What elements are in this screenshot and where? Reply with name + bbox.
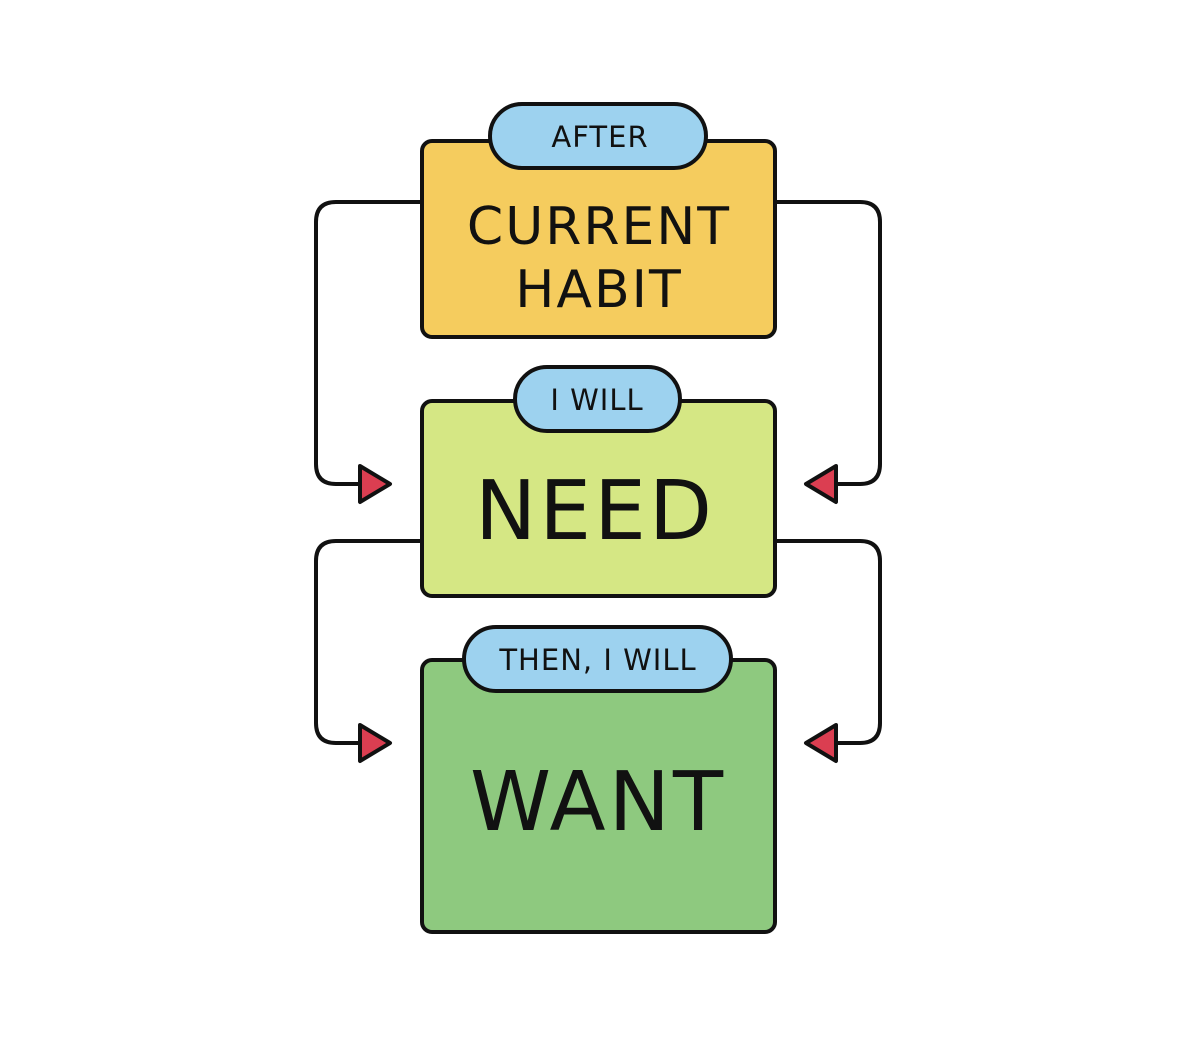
connector-line-left — [314, 200, 424, 486]
connector-top-to-middle — [314, 200, 882, 504]
arrow-right-icon — [358, 464, 392, 504]
arrow-left-icon — [804, 464, 838, 504]
box-label-habit: HABIT — [515, 260, 682, 320]
connector-line-right — [773, 200, 882, 486]
box-label-need: NEED — [475, 464, 715, 559]
step-need: I WILL NEED — [420, 365, 777, 598]
connector-line-left — [314, 539, 424, 745]
arrow-right-icon — [358, 723, 392, 763]
arrow-left-icon — [804, 723, 838, 763]
connector-line-right — [773, 539, 882, 745]
pill-i-will — [513, 365, 682, 433]
step-current-habit: AFTER CURRENT HABIT — [420, 102, 777, 339]
step-want: THEN, I WILL WANT — [420, 625, 777, 934]
box-label-current: CURRENT — [467, 197, 731, 257]
connector-middle-to-bottom — [314, 539, 882, 763]
pill-label-after: AFTER — [551, 120, 648, 154]
pill-after — [488, 102, 708, 170]
pill-label-then-i-will: THEN, I WILL — [498, 643, 696, 677]
pill-then-i-will — [462, 625, 733, 693]
pill-label-i-will: I WILL — [550, 383, 643, 417]
box-label-want: WANT — [470, 755, 726, 850]
